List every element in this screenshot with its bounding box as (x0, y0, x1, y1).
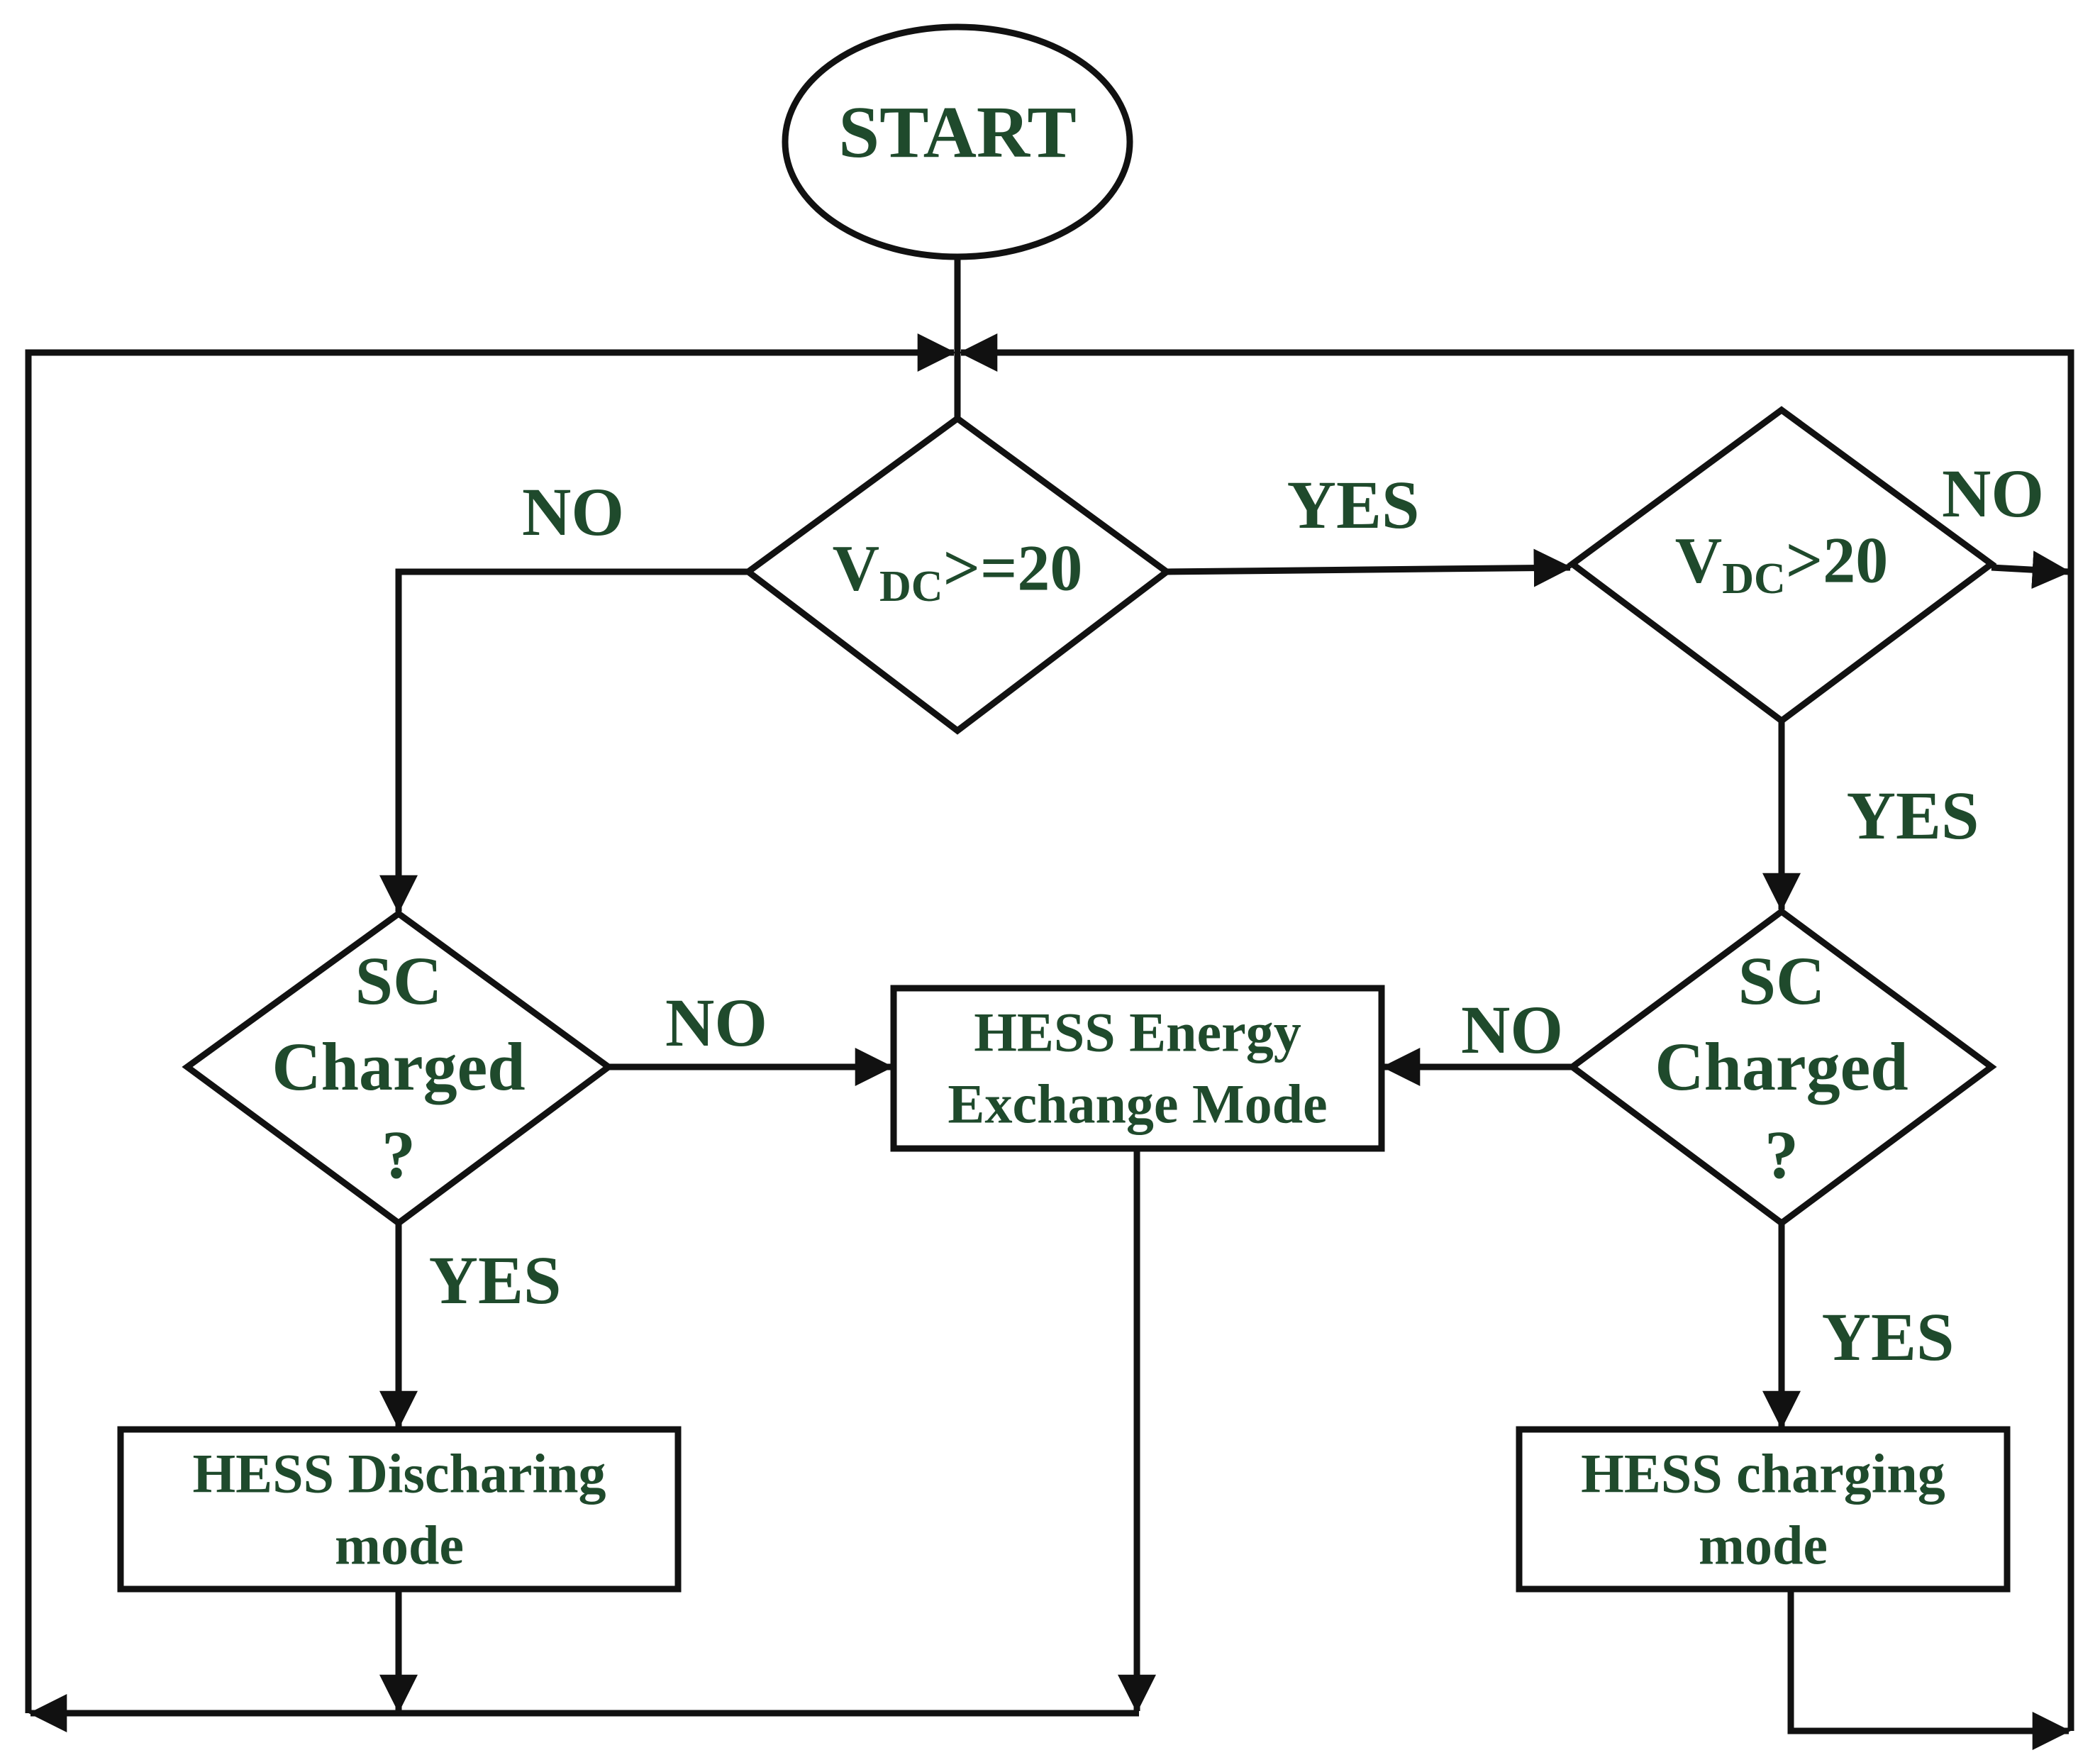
process-charging (1516, 1426, 2011, 1593)
edge-no-to-sc-left (379, 568, 748, 914)
edge-no-to-right-loop (1991, 550, 2071, 590)
edge-label-no-left-middle: NO (665, 985, 767, 1061)
discharging-label: HESS Discharing mode (193, 1438, 606, 1582)
charging-line1: HESS charging (1581, 1442, 1945, 1505)
edge-label-no-top-right: NO (1942, 455, 2044, 531)
sc-left-line2: Charged (272, 1029, 526, 1105)
discharging-line1: HESS Discharing (192, 1442, 606, 1505)
sc-right-line3: ? (1765, 1117, 1799, 1192)
edge-yes-to-vdc-gt (1166, 548, 1572, 587)
start-label: START (838, 92, 1077, 173)
condition-variable: V (1674, 524, 1723, 597)
edge-label-yes-top-middle: YES (1287, 467, 1420, 543)
sc-right-line2: Charged (1655, 1029, 1909, 1105)
condition-operator: >20 (1785, 524, 1889, 597)
decision-vdc-ge-20 (743, 414, 1172, 735)
edge-label-yes-right-down: YES (1846, 777, 1979, 853)
edge-label-yes-right-bottom: YES (1821, 1299, 1955, 1375)
condition-variable: V (832, 531, 880, 604)
charging-line2: mode (1699, 1515, 1828, 1576)
edge-label-yes-left-down: YES (428, 1242, 562, 1318)
sc-right-line1: SC (1738, 943, 1826, 1019)
edge-left-loop (25, 333, 956, 1713)
condition-subscript: DC (879, 562, 943, 611)
condition-vdc-gt-20: VDC>20 (1675, 527, 1888, 601)
condition-operator: >=20 (943, 531, 1083, 604)
process-energy-exchange (890, 985, 1385, 1152)
sc-left-line1: SC (355, 943, 443, 1019)
edge-label-no-right-middle: NO (1461, 992, 1563, 1068)
edge-charging-return (1787, 1589, 2071, 1750)
exchange-line1: HESS Energy (974, 1001, 1301, 1063)
charging-label: HESS charging mode (1581, 1438, 1945, 1582)
exchange-line2: Exchange Mode (948, 1073, 1328, 1135)
sc-left-line3: ? (382, 1117, 416, 1192)
discharging-line2: mode (335, 1515, 464, 1576)
edge-label-no-top-left: NO (522, 474, 624, 550)
exchange-label: HESS Energy Exchange Mode (948, 997, 1327, 1141)
edge-right-loop (959, 333, 2074, 1731)
process-discharging (117, 1426, 682, 1593)
condition-subscript: DC (1722, 554, 1786, 603)
condition-vdc-ge-20: VDC>=20 (833, 535, 1083, 609)
